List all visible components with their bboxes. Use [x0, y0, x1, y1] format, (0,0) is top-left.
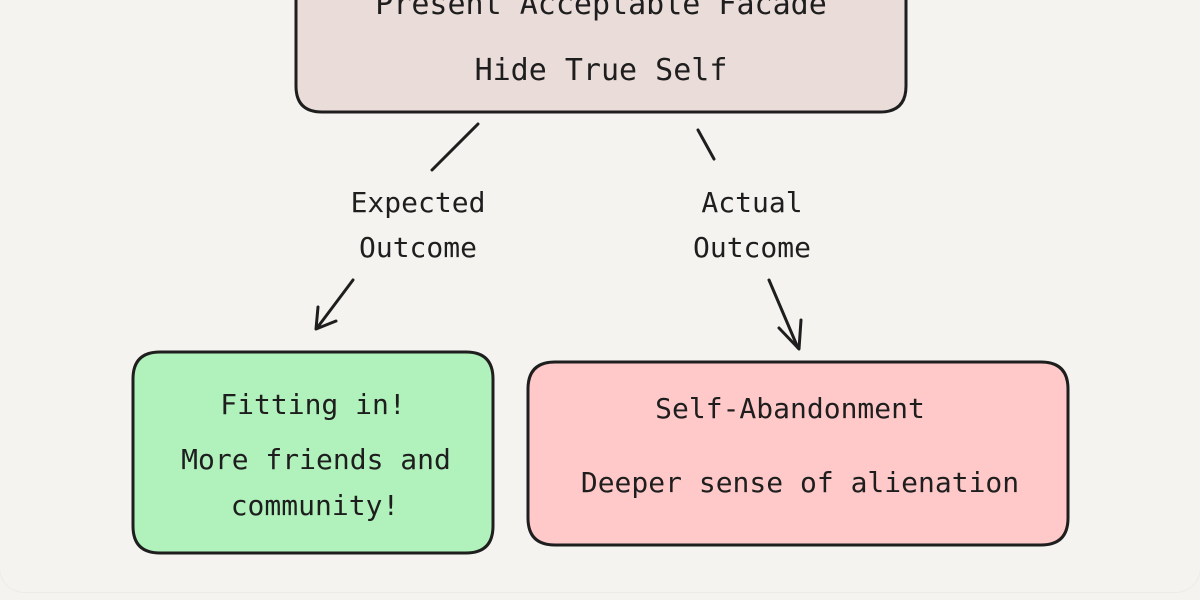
actual-outcome-edge: Actual Outcome: [693, 128, 811, 351]
actual-outcome-node: Self-Abandonment Deeper sense of alienat…: [526, 360, 1070, 547]
actual-edge-label-line-2: Outcome: [693, 231, 811, 264]
actual-outcome-line-2: Deeper sense of alienation: [581, 466, 1019, 499]
expected-outcome-edge: Expected Outcome: [314, 122, 486, 331]
expected-edge-top-segment: [430, 122, 480, 172]
top-node-line-1: Present Acceptable Facade: [375, 0, 827, 22]
expected-outcome-node-shape: [131, 350, 495, 555]
actual-edge-label-line-1: Actual: [701, 186, 802, 219]
top-node-shape: [294, 0, 908, 114]
actual-outcome-line-1: Self-Abandonment: [655, 392, 925, 425]
expected-edge-label-line-1: Expected: [351, 186, 486, 219]
top-node-line-2: Hide True Self: [475, 53, 728, 88]
actual-edge-bottom-segment: [767, 278, 800, 350]
expected-edge-arrowhead: [314, 305, 338, 331]
expected-edge-bottom-segment: [315, 278, 355, 330]
expected-outcome-line-3: community!: [231, 489, 400, 522]
actual-edge-arrowhead: [777, 318, 803, 351]
expected-outcome-line-1: Fitting in!: [220, 388, 405, 421]
expected-outcome-line-2: More friends and: [181, 443, 451, 476]
expected-edge-label-line-2: Outcome: [359, 231, 477, 264]
actual-edge-top-segment: [696, 128, 716, 161]
actual-outcome-node-shape: [526, 360, 1070, 547]
expected-outcome-node: Fitting in! More friends and community!: [131, 350, 495, 555]
top-node: Present Acceptable Facade Hide True Self: [294, 0, 908, 114]
